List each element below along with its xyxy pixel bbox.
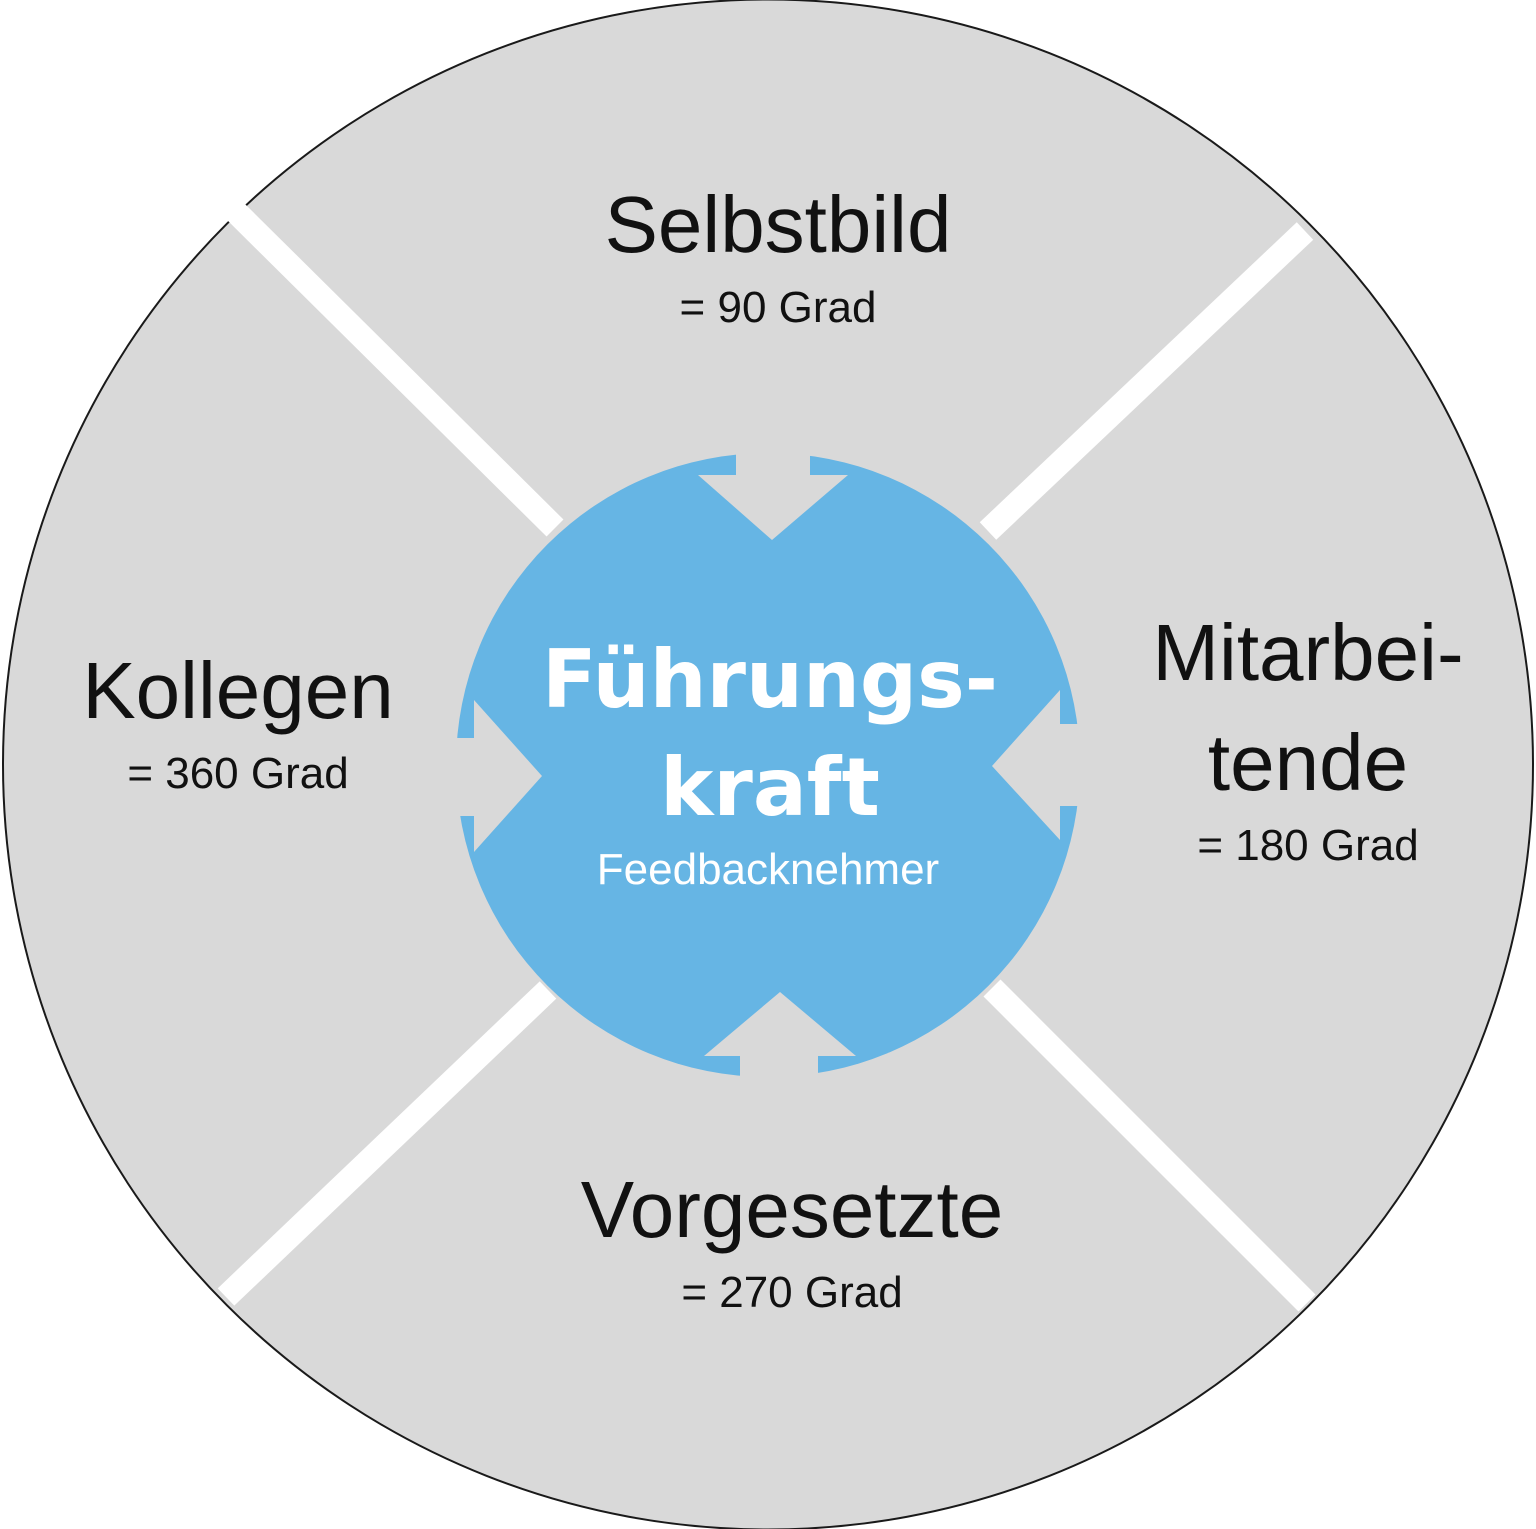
segment-bottom-title: Vorgesetzte: [581, 1165, 1004, 1254]
arrow-top-icon: [698, 448, 848, 540]
segment-right: Mitarbei- tende = 180 Grad: [1152, 608, 1463, 870]
arrow-left-icon: [450, 700, 542, 852]
segment-top-subtitle: = 90 Grad: [680, 283, 877, 332]
segment-bottom-subtitle: = 270 Grad: [681, 1268, 902, 1317]
segment-right-subtitle: = 180 Grad: [1197, 821, 1418, 870]
segment-left-subtitle: = 360 Grad: [127, 749, 348, 798]
divider-bottom-right: [983, 979, 1316, 1312]
arrow-bottom-icon: [704, 992, 856, 1082]
center-subtitle: Feedbacknehmer: [597, 845, 939, 894]
segment-left: Kollegen = 360 Grad: [82, 646, 393, 798]
arrow-right-icon: [992, 690, 1086, 840]
center-circle: [456, 453, 1080, 1077]
divider-top-left: [227, 203, 564, 537]
segment-right-title-line2: tende: [1208, 718, 1408, 807]
segment-dividers: [217, 203, 1316, 1312]
divider-bottom-left: [217, 981, 557, 1306]
segment-right-title-line1: Mitarbei-: [1152, 608, 1463, 697]
segment-bottom: Vorgesetzte = 270 Grad: [581, 1165, 1004, 1317]
center-title-line1: Führungs-: [542, 633, 998, 726]
segment-top: Selbstbild = 90 Grad: [605, 180, 952, 332]
center-title-line2: kraft: [660, 741, 880, 834]
segment-left-title: Kollegen: [82, 646, 393, 735]
segment-top-title: Selbstbild: [605, 180, 952, 269]
center-node: Führungs- kraft Feedbacknehmer: [450, 448, 1086, 1082]
divider-top-right: [979, 222, 1314, 540]
